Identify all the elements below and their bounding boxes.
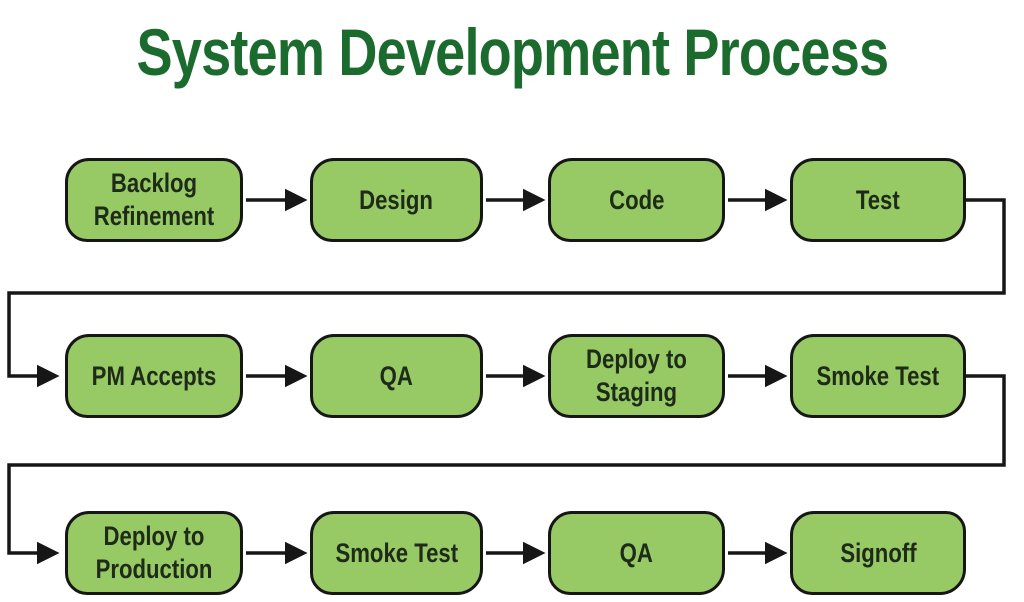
- arrow-test-to-pm-accepts: [7, 198, 1006, 388]
- flow-step-deploy-to-staging: Deploy to Staging: [548, 334, 725, 418]
- diagram-title: System Development Process: [0, 14, 1024, 90]
- flow-step-qa-production: QA: [548, 511, 725, 595]
- flow-step-label: Deploy to Production: [95, 521, 213, 584]
- flow-step-label: QA: [379, 360, 414, 391]
- diagram-title-text: System Development Process: [136, 15, 889, 89]
- flow-step-label: Deploy to Staging: [586, 344, 687, 407]
- flow-step-design: Design: [310, 158, 483, 242]
- flow-step-test: Test: [790, 158, 966, 242]
- flow-step-deploy-to-production: Deploy to Production: [65, 511, 243, 595]
- flow-step-label: QA: [619, 537, 654, 568]
- flow-step-label: Smoke Test: [816, 360, 940, 391]
- flow-step-smoke-test-production: Smoke Test: [310, 511, 483, 595]
- flow-step-smoke-test-staging: Smoke Test: [790, 334, 966, 418]
- flow-step-pm-accepts: PM Accepts: [65, 334, 243, 418]
- flow-step-label: Signoff: [839, 537, 917, 568]
- flow-step-code: Code: [548, 158, 725, 242]
- flow-step-label: Smoke Test: [335, 537, 458, 568]
- flow-step-label: Test: [856, 184, 900, 215]
- flow-step-label: PM Accepts: [91, 360, 217, 391]
- arrow-smoke-test-to-deploy-to-production: [7, 374, 1006, 565]
- flow-step-label: Design: [359, 184, 434, 215]
- flow-step-label: Code: [608, 184, 665, 215]
- flow-step-backlog-refinement: Backlog Refinement: [65, 158, 243, 242]
- flow-step-signoff: Signoff: [790, 511, 966, 595]
- flow-step-label: Backlog Refinement: [93, 168, 215, 231]
- flow-step-qa-staging: QA: [310, 334, 483, 418]
